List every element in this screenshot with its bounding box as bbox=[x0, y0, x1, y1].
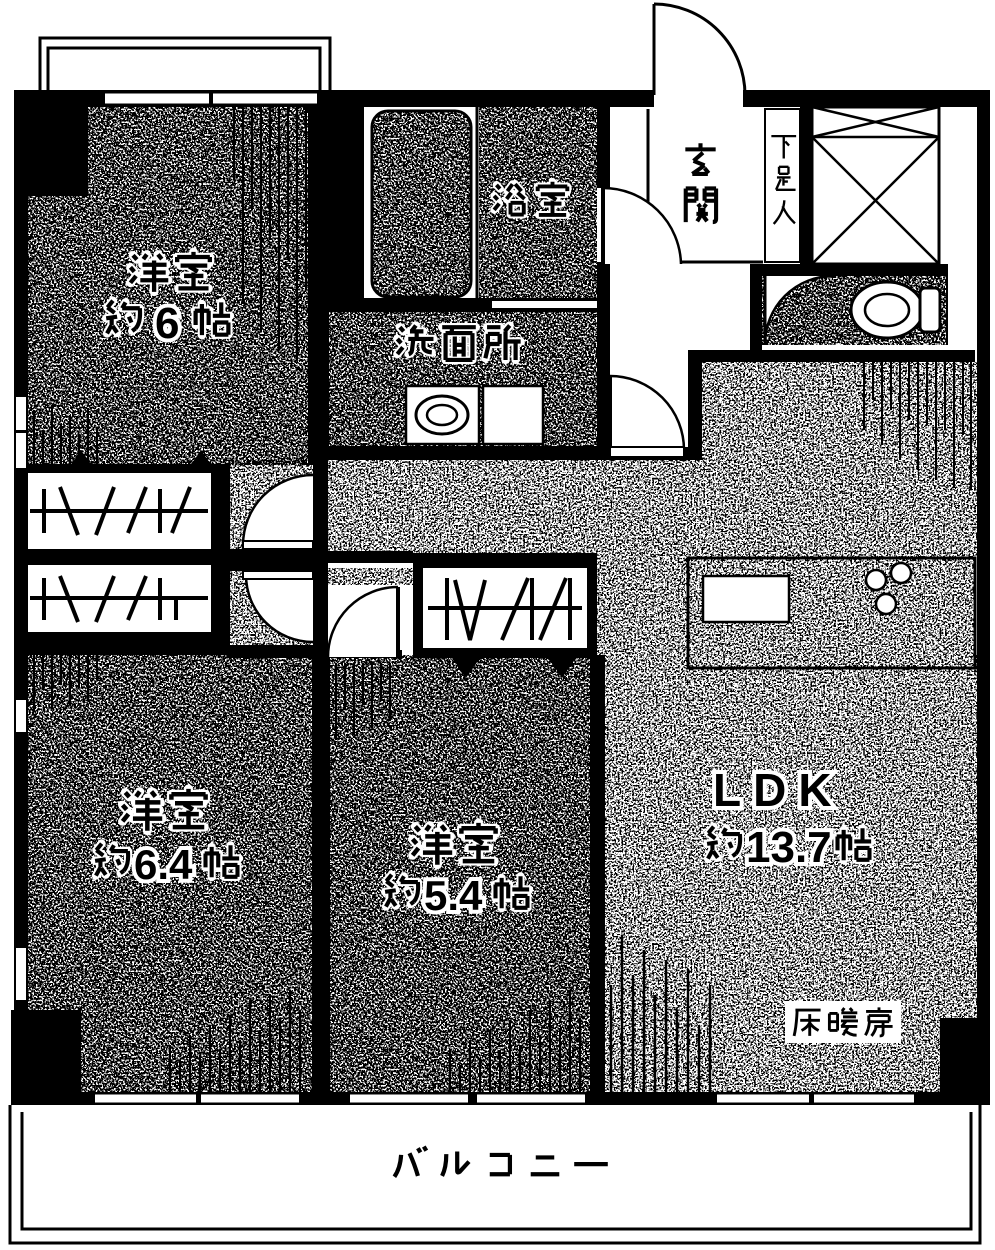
svg-text:LDK: LDK bbox=[713, 764, 844, 816]
svg-text:5.4: 5.4 bbox=[424, 872, 483, 919]
svg-text:13.7: 13.7 bbox=[746, 823, 832, 872]
svg-text:6.4: 6.4 bbox=[134, 841, 193, 888]
svg-text:6: 6 bbox=[155, 299, 179, 348]
